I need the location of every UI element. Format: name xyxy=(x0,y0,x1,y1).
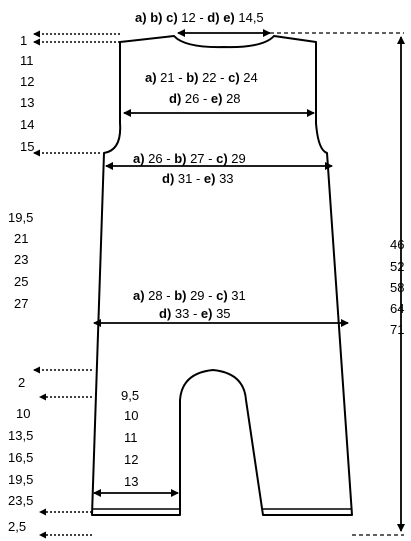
total-length-value: 46 xyxy=(390,237,404,252)
upper-chest-label-line2: d) 26 - e) 28 xyxy=(169,91,241,106)
left-top-value: 11 xyxy=(20,53,34,68)
label-run: d) xyxy=(169,91,181,106)
garment-outline xyxy=(91,35,353,516)
left-leg-value: 2,5 xyxy=(8,519,26,534)
label-run: a) xyxy=(145,70,157,85)
label-run: d) xyxy=(207,10,219,25)
label-run: 33 - xyxy=(171,306,201,321)
left-top-value: 15 xyxy=(20,139,34,154)
left-top-value: 12 xyxy=(20,74,34,89)
leg-width-value: 13 xyxy=(124,474,138,489)
left-leg-value: 10 xyxy=(16,406,30,421)
label-run: 28 xyxy=(222,91,240,106)
left-body-value: 19,5 xyxy=(8,210,33,225)
label-run: c) xyxy=(216,288,228,303)
label-run: 31 xyxy=(228,288,246,303)
total-length-value: 52 xyxy=(390,259,404,274)
left-body-value: 25 xyxy=(14,274,28,289)
left-leg-value: 2 xyxy=(18,375,25,390)
leg-width-value: 11 xyxy=(124,430,138,445)
label-run: 22 - xyxy=(198,70,228,85)
left-top-value: 14 xyxy=(20,117,34,132)
label-run: 21 - xyxy=(157,70,187,85)
left-leg-value: 13,5 xyxy=(8,428,33,443)
hip-label-line2: d) 33 - e) 35 xyxy=(159,306,231,321)
left-top-value: 1 xyxy=(20,33,27,48)
label-run: 14,5 xyxy=(235,10,264,25)
leg-width-value: 10 xyxy=(124,408,138,423)
left-leg-value: 19,5 xyxy=(8,472,33,487)
label-run: c) xyxy=(228,70,240,85)
left-top-value: 13 xyxy=(20,95,34,110)
label-run: e) xyxy=(204,171,216,186)
chest-label-line2: d) 31 - e) 33 xyxy=(162,171,234,186)
label-run: e) xyxy=(223,10,235,25)
label-run: e) xyxy=(211,91,223,106)
label-run: c) xyxy=(216,151,228,166)
label-run: d) xyxy=(159,306,171,321)
label-run: 24 xyxy=(240,70,258,85)
label-run: 26 - xyxy=(181,91,211,106)
label-run: 12 - xyxy=(178,10,208,25)
left-body-value: 21 xyxy=(14,231,28,246)
label-run: 29 xyxy=(228,151,246,166)
label-run: 27 - xyxy=(186,151,216,166)
label-run: a) xyxy=(133,151,145,166)
label-run: e) xyxy=(201,306,213,321)
label-run: b) xyxy=(174,288,186,303)
total-length-value: 58 xyxy=(390,280,404,295)
chest-label-line1: a) 26 - b) 27 - c) 29 xyxy=(133,151,246,166)
upper-chest-label-line1: a) 21 - b) 22 - c) 24 xyxy=(145,70,258,85)
label-run: 29 - xyxy=(186,288,216,303)
leg-width-value: 9,5 xyxy=(121,388,139,403)
label-run: d) xyxy=(162,171,174,186)
label-run: a) xyxy=(133,288,145,303)
label-run: c) xyxy=(166,10,178,25)
label-run: a) xyxy=(135,10,147,25)
left-leg-value: 16,5 xyxy=(8,450,33,465)
label-run: 33 xyxy=(215,171,233,186)
label-run: 31 - xyxy=(174,171,204,186)
label-run: 28 - xyxy=(145,288,175,303)
hip-label-line1: a) 28 - b) 29 - c) 31 xyxy=(133,288,246,303)
left-body-value: 23 xyxy=(14,252,28,267)
total-length-value: 71 xyxy=(390,322,404,337)
label-run: 35 xyxy=(212,306,230,321)
left-body-value: 27 xyxy=(14,296,28,311)
left-leg-value: 23,5 xyxy=(8,493,33,508)
neck-width-label: a) b) c) 12 - d) e) 14,5 xyxy=(135,10,264,25)
total-length-value: 64 xyxy=(390,301,404,316)
label-run: b) xyxy=(186,70,198,85)
label-run: b) xyxy=(150,10,162,25)
label-run: 26 - xyxy=(145,151,175,166)
leg-width-value: 12 xyxy=(124,452,138,467)
label-run: b) xyxy=(174,151,186,166)
